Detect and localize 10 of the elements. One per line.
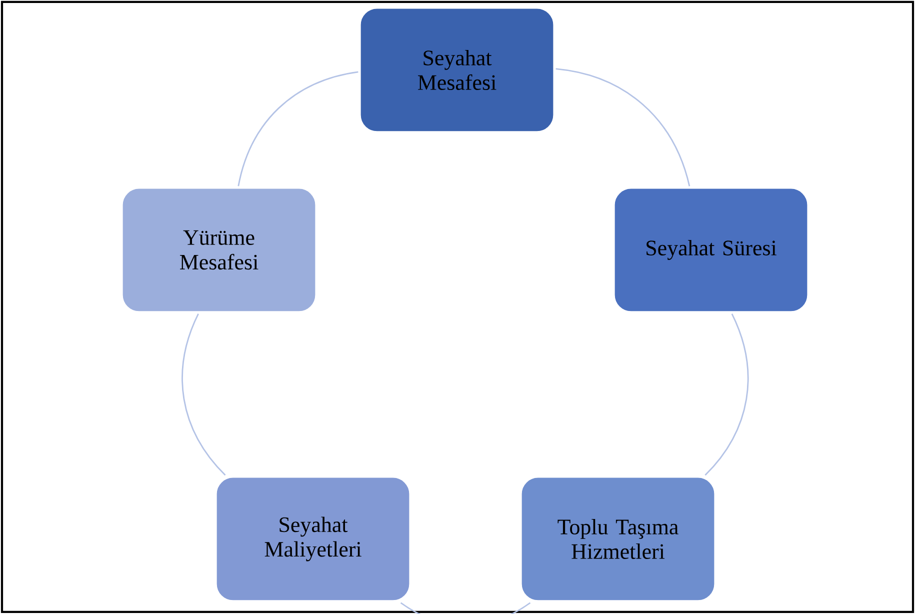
connector-arc — [238, 71, 358, 186]
process-box: Seyahat Maliyetleri — [214, 475, 412, 603]
connector-arc — [704, 314, 749, 476]
process-box: Yürüme Mesafesi — [120, 186, 318, 314]
process-box: Toplu Taşıma Hizmetleri — [519, 475, 717, 603]
process-box: Seyahat Süresi — [612, 186, 810, 314]
connector-arc — [400, 602, 531, 614]
process-box: Seyahat Mesafesi — [358, 6, 556, 134]
connector-arc — [556, 68, 690, 186]
connector-arc — [182, 314, 226, 476]
